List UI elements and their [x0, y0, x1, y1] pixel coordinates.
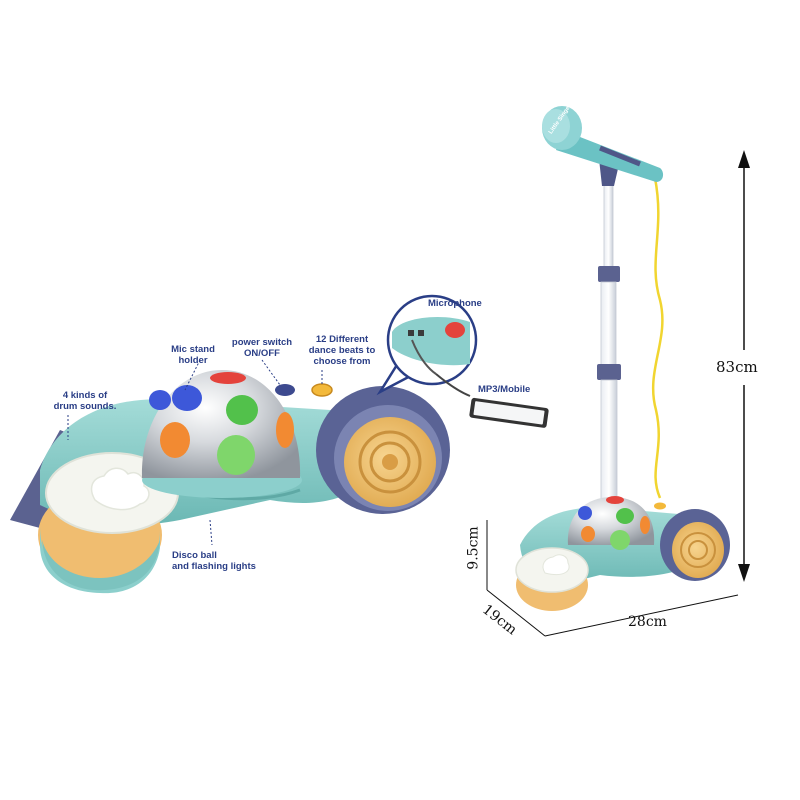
light-orange — [276, 412, 294, 448]
wheel — [316, 386, 450, 514]
leader-mic-holder — [184, 359, 201, 391]
mini-disco-ball — [567, 496, 655, 550]
light-green — [226, 395, 258, 425]
leader-power — [261, 359, 281, 386]
label-mic-stand-holder: Mic stand holder — [171, 344, 215, 366]
full-product — [515, 106, 730, 611]
disco-ball — [141, 370, 302, 498]
stand-clamp — [598, 266, 620, 282]
label-drum-sounds: 4 kinds of drum sounds. — [53, 390, 117, 412]
phone-icon — [469, 397, 549, 428]
height-arrow-bottom — [738, 564, 750, 582]
leader-disco — [209, 519, 213, 546]
mini-wheel — [660, 509, 730, 581]
mini-drum — [515, 547, 589, 611]
label-mp3-mobile: MP3/Mobile — [478, 384, 531, 395]
light-green — [217, 435, 255, 475]
drum-lower-shell — [42, 540, 160, 591]
light-blue — [149, 390, 171, 410]
dimension-width: 28cm — [628, 614, 667, 630]
light-orange — [160, 422, 190, 458]
drum — [38, 452, 179, 594]
dimension-depth-vertical: 9.5cm — [465, 526, 482, 570]
stand-pole-base — [600, 379, 618, 501]
label-disco-ball: Disco ball and flashing lights — [172, 550, 256, 572]
label-dance-beats: 12 Different dance beats to choose from — [308, 334, 376, 367]
mic-cable — [651, 177, 664, 499]
label-power-switch: power switch ON/OFF — [231, 337, 293, 359]
stand-pole-lower — [600, 281, 617, 371]
mp3-cable — [435, 373, 471, 397]
dimension-height: 83cm — [716, 358, 758, 376]
label-microphone: Microphone — [428, 298, 482, 309]
microphone — [542, 106, 664, 182]
depth-line — [486, 589, 546, 637]
light-red — [210, 372, 246, 384]
base-closeup — [10, 294, 549, 594]
stand-collar — [597, 364, 621, 380]
jack-inset — [376, 294, 478, 396]
height-arrow-top — [738, 150, 750, 168]
stand-pole-upper — [603, 179, 614, 273]
width-line — [544, 594, 739, 637]
light-blue — [172, 385, 202, 411]
handprint-icon — [90, 467, 150, 511]
beat-button — [311, 383, 333, 397]
power-switch — [275, 384, 295, 396]
dimension-lines — [486, 150, 750, 637]
mini-beat-button — [654, 502, 666, 510]
